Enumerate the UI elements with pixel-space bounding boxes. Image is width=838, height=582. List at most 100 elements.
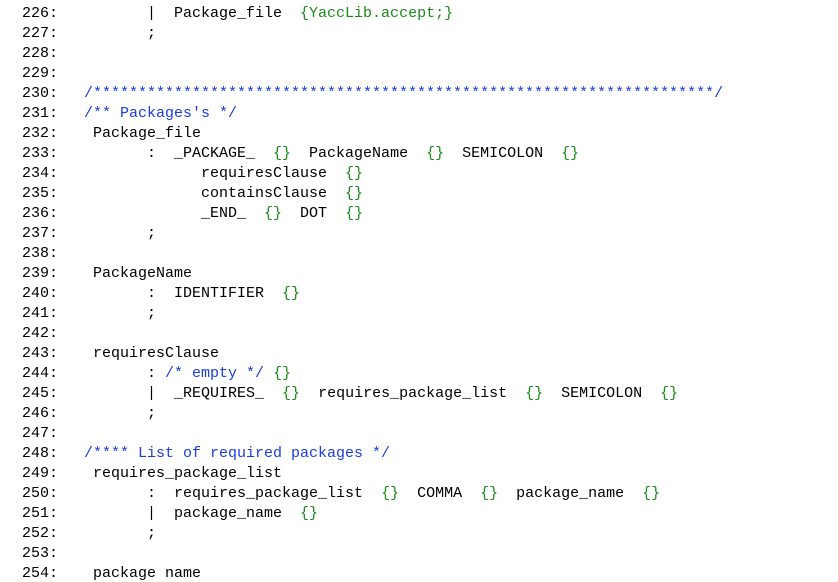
line-number: 249:: [22, 465, 59, 482]
code-line[interactable]: 251: | package_name {}: [0, 504, 838, 524]
code-action: {}: [345, 185, 364, 202]
code-text: ;: [84, 524, 156, 544]
line-number: 242:: [22, 325, 59, 342]
code-line[interactable]: 233: : _PACKAGE_ {} PackageName {} SEMIC…: [0, 144, 838, 164]
code-line[interactable]: 243: requiresClause: [0, 344, 838, 364]
code-action: {}: [300, 505, 319, 522]
code-token: | _REQUIRES_: [84, 385, 283, 402]
code-text: package name: [84, 564, 201, 582]
line-number: 241:: [22, 305, 59, 322]
code-line[interactable]: 228:: [0, 44, 838, 64]
code-text: : requires_package_list {} COMMA {} pack…: [84, 484, 660, 504]
code-token: requiresClause: [84, 165, 346, 182]
code-text: requires_package_list: [84, 464, 282, 484]
line-number: 251:: [22, 505, 59, 522]
code-action: {}: [345, 165, 364, 182]
code-token: | package_name: [84, 505, 301, 522]
code-line[interactable]: 238:: [0, 244, 838, 264]
code-text: /**** List of required packages */: [84, 444, 390, 464]
code-text: PackageName: [84, 264, 192, 284]
code-line[interactable]: 242:: [0, 324, 838, 344]
code-action: {}: [660, 385, 679, 402]
code-text: requiresClause {}: [84, 164, 363, 184]
code-line[interactable]: 245: | _REQUIRES_ {} requires_package_li…: [0, 384, 838, 404]
code-text: ;: [84, 304, 156, 324]
code-action: {}: [480, 485, 499, 502]
code-token: DOT: [282, 205, 346, 222]
code-action: {}: [426, 145, 445, 162]
line-number: 247:: [22, 425, 59, 442]
code-line[interactable]: 237: ;: [0, 224, 838, 244]
code-token: PackageName: [291, 145, 427, 162]
code-text: _END_ {} DOT {}: [84, 204, 363, 224]
line-number: 250:: [22, 485, 59, 502]
code-token: package_name: [498, 485, 643, 502]
code-text: Package_file: [84, 124, 201, 144]
code-line[interactable]: 250: : requires_package_list {} COMMA {}…: [0, 484, 838, 504]
code-line[interactable]: 247:: [0, 424, 838, 444]
line-number: 254:: [22, 565, 59, 582]
code-comment: /* empty */: [165, 365, 265, 382]
line-number: 229:: [22, 65, 59, 82]
line-number: 230:: [22, 85, 59, 102]
code-action: {}: [273, 365, 292, 382]
code-line[interactable]: 232: Package_file: [0, 124, 838, 144]
code-line[interactable]: 226: | Package_file {YaccLib.accept;}: [0, 4, 838, 24]
line-number: 227:: [22, 25, 59, 42]
code-text: ;: [84, 404, 156, 424]
code-comment: /***************************************…: [84, 85, 724, 102]
code-token: ;: [84, 25, 157, 42]
line-number: 246:: [22, 405, 59, 422]
code-line[interactable]: 231:/** Packages's */: [0, 104, 838, 124]
code-token: Package_file: [84, 125, 202, 142]
code-text: /** Packages's */: [84, 104, 237, 124]
line-number: 244:: [22, 365, 59, 382]
code-text: | package_name {}: [84, 504, 318, 524]
code-line[interactable]: 248: /**** List of required packages */: [0, 444, 838, 464]
code-line[interactable]: 249: requires_package_list: [0, 464, 838, 484]
code-action: {YaccLib.accept;}: [300, 5, 454, 22]
code-token: : IDENTIFIER: [84, 285, 283, 302]
code-text: | Package_file {YaccLib.accept;}: [84, 4, 453, 24]
code-line[interactable]: 240: : IDENTIFIER {}: [0, 284, 838, 304]
code-line[interactable]: 241: ;: [0, 304, 838, 324]
code-line[interactable]: 227: ;: [0, 24, 838, 44]
code-line[interactable]: 234: requiresClause {}: [0, 164, 838, 184]
line-number: 245:: [22, 385, 59, 402]
code-text: : IDENTIFIER {}: [84, 284, 300, 304]
code-text: ;: [84, 24, 156, 44]
code-line[interactable]: 246: ;: [0, 404, 838, 424]
line-number: 235:: [22, 185, 59, 202]
line-number: 253:: [22, 545, 59, 562]
line-number: 236:: [22, 205, 59, 222]
code-token: _END_: [84, 205, 265, 222]
code-line[interactable]: 252: ;: [0, 524, 838, 544]
code-token: SEMICOLON: [444, 145, 562, 162]
code-line[interactable]: 229:: [0, 64, 838, 84]
code-text: containsClause {}: [84, 184, 363, 204]
code-line[interactable]: 230: /***********************************…: [0, 84, 838, 104]
code-comment: /**** List of required packages */: [84, 445, 391, 462]
code-token: | Package_file: [84, 5, 301, 22]
code-line[interactable]: 239: PackageName: [0, 264, 838, 284]
code-line[interactable]: 253:: [0, 544, 838, 564]
code-comment: /** Packages's */: [84, 105, 238, 122]
code-token: :: [84, 365, 166, 382]
line-number: 248:: [22, 445, 59, 462]
code-action: {}: [525, 385, 544, 402]
code-token: ;: [84, 525, 157, 542]
code-line[interactable]: 244: : /* empty */ {}: [0, 364, 838, 384]
code-line[interactable]: 254: package name: [0, 564, 838, 582]
code-token: : requires_package_list: [84, 485, 382, 502]
code-text: requiresClause: [84, 344, 219, 364]
line-number: 238:: [22, 245, 59, 262]
code-line[interactable]: 236: _END_ {} DOT {}: [0, 204, 838, 224]
code-action: {}: [282, 285, 301, 302]
code-action: {}: [642, 485, 661, 502]
code-line[interactable]: 235: containsClause {}: [0, 184, 838, 204]
code-token: requires_package_list: [300, 385, 526, 402]
line-number: 233:: [22, 145, 59, 162]
code-token: ;: [84, 405, 157, 422]
code-action: {}: [561, 145, 580, 162]
